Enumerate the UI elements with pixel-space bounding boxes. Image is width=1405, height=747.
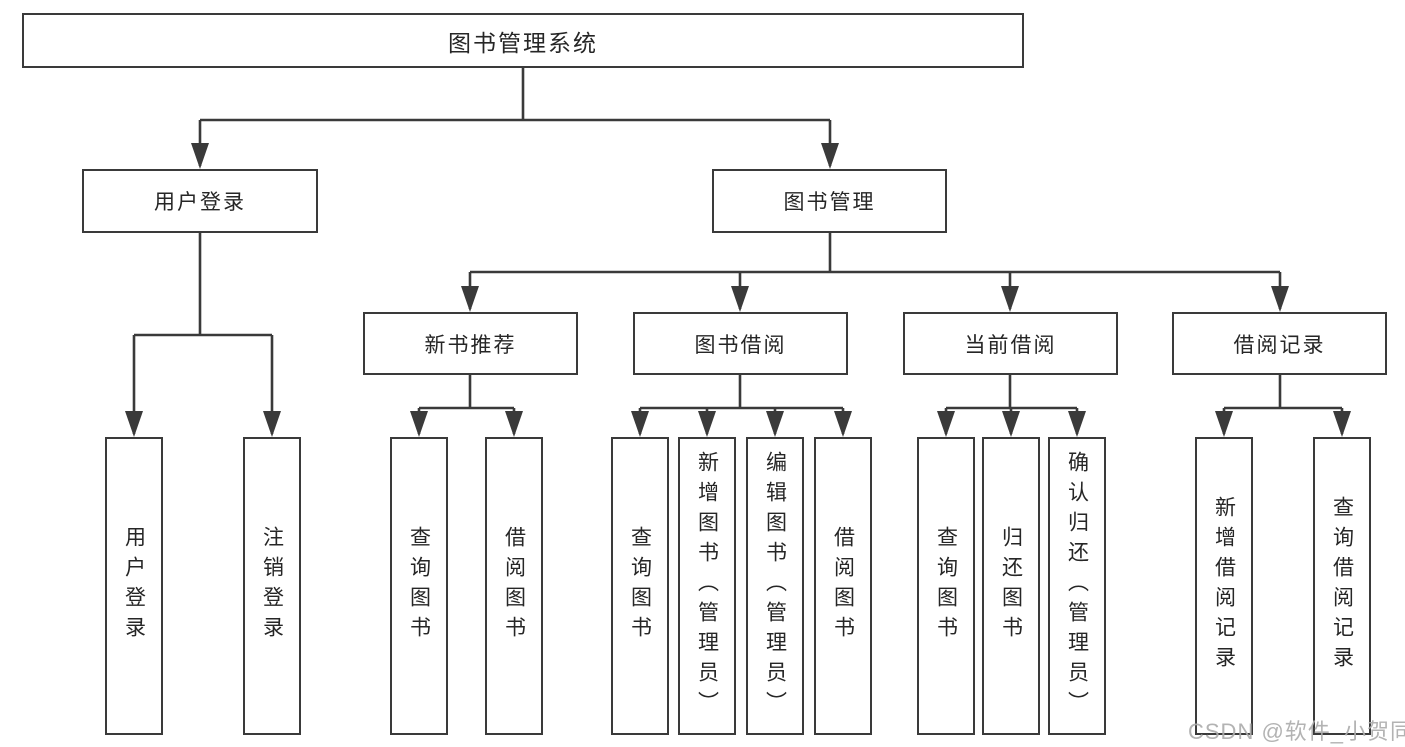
node-borrow-record-label: 借阅记录 [1233, 333, 1326, 357]
csdn-watermark: CSDN @软件_小贺同学 [1188, 719, 1405, 744]
node-leaf-borrow-book: 借阅图书 [814, 437, 872, 735]
node-book-borrow: 图书借阅 [633, 312, 848, 375]
node-leaf-return-book: 归还图书 [982, 437, 1040, 735]
node-user-login-label: 用户登录 [154, 191, 246, 214]
node-leaf-add-borrow-record-label: 新增借阅记录 [1212, 496, 1236, 676]
node-leaf-add-book-admin: 新增图书（管理员） [678, 437, 736, 735]
node-leaf-logout-label: 注销登录 [260, 526, 284, 646]
node-user-login: 用户登录 [82, 169, 318, 233]
node-leaf-borrow-book-label: 借阅图书 [831, 526, 855, 646]
node-library-system: 图书管理系统 [22, 13, 1024, 68]
node-leaf-query-borrow-record-label: 查询借阅记录 [1330, 496, 1354, 676]
node-leaf-user-login: 用户登录 [105, 437, 163, 735]
node-current-borrow: 当前借阅 [903, 312, 1118, 375]
node-book-management: 图书管理 [712, 169, 947, 233]
node-leaf-return-book-label: 归还图书 [999, 526, 1023, 646]
node-leaf-edit-book-admin: 编辑图书（管理员） [746, 437, 804, 735]
node-leaf-query-borrow-record: 查询借阅记录 [1313, 437, 1371, 735]
node-leaf-query-book-borrow-label: 查询图书 [628, 526, 652, 646]
node-library-system-label: 图书管理系统 [448, 29, 598, 56]
node-leaf-query-book-current-label: 查询图书 [934, 526, 958, 646]
node-leaf-query-book-recommend: 查询图书 [390, 437, 448, 735]
node-current-borrow-label: 当前借阅 [964, 333, 1057, 357]
node-leaf-logout: 注销登录 [243, 437, 301, 735]
node-new-book-recommend: 新书推荐 [363, 312, 578, 375]
node-leaf-user-login-label: 用户登录 [122, 526, 146, 646]
node-new-book-recommend-label: 新书推荐 [424, 333, 517, 357]
node-leaf-confirm-return-admin: 确认归还（管理员） [1048, 437, 1106, 735]
node-leaf-query-book-borrow: 查询图书 [611, 437, 669, 735]
node-leaf-add-borrow-record: 新增借阅记录 [1195, 437, 1253, 735]
node-leaf-query-book-current: 查询图书 [917, 437, 975, 735]
node-leaf-borrow-book-recommend-label: 借阅图书 [502, 526, 526, 646]
node-leaf-borrow-book-recommend: 借阅图书 [485, 437, 543, 735]
node-book-management-label: 图书管理 [783, 191, 876, 214]
node-leaf-confirm-return-admin-label: 确认归还（管理员） [1065, 451, 1089, 721]
node-leaf-edit-book-admin-label: 编辑图书（管理员） [763, 451, 787, 721]
node-leaf-query-book-recommend-label: 查询图书 [407, 526, 431, 646]
node-leaf-add-book-admin-label: 新增图书（管理员） [695, 451, 719, 721]
node-borrow-record: 借阅记录 [1172, 312, 1387, 375]
node-book-borrow-label: 图书借阅 [694, 333, 787, 357]
